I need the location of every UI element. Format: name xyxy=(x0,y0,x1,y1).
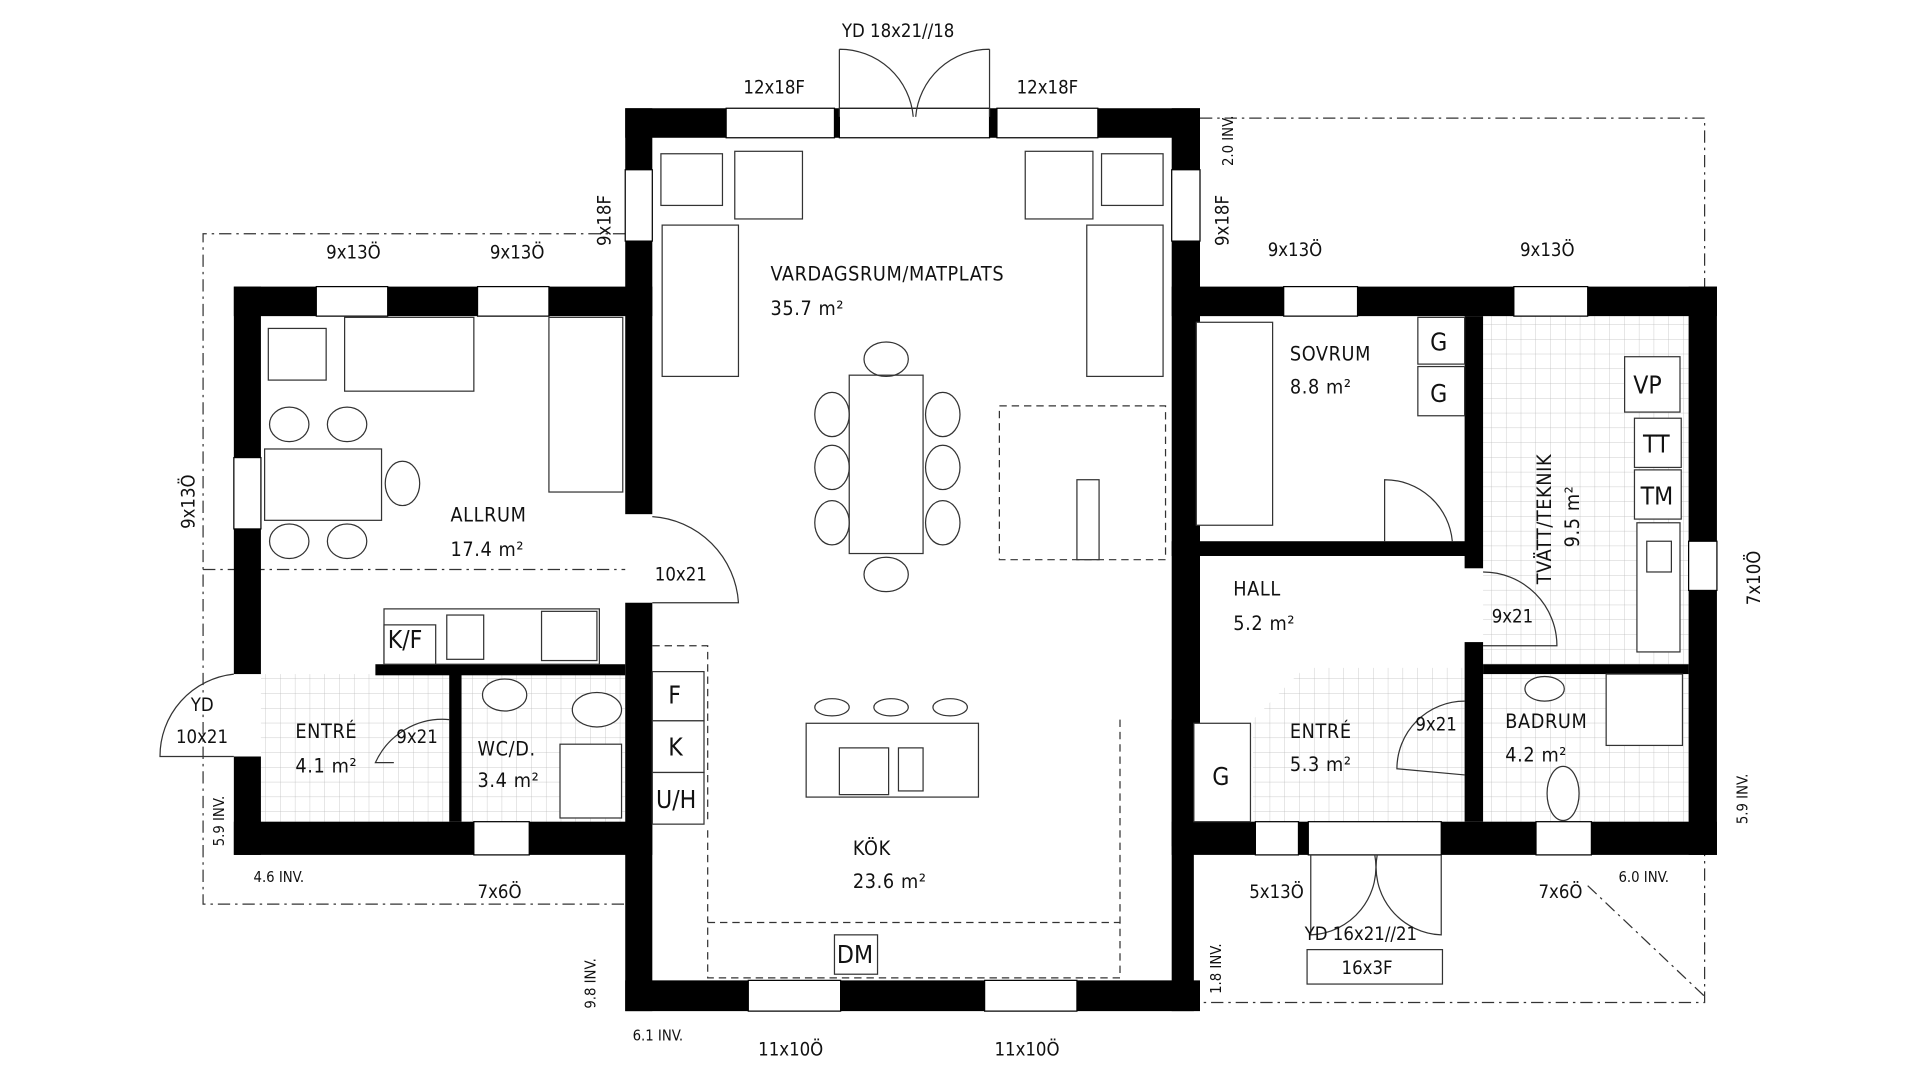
door-label: 9x21 xyxy=(396,727,437,748)
room-name: ALLRUM xyxy=(450,504,526,527)
window-label: 9x18F xyxy=(594,195,615,246)
door-swings xyxy=(159,48,1558,936)
room-area: 8.8 m² xyxy=(1290,376,1352,399)
door-label: 10x21 xyxy=(176,727,228,748)
fixture-label: K xyxy=(668,732,683,761)
window-label: 11x10Ö xyxy=(758,1038,823,1060)
room-name: SOVRUM xyxy=(1290,342,1371,365)
window-label: 9x13Ö xyxy=(1268,239,1323,261)
fixture-label: G xyxy=(1430,379,1447,408)
door-label: 9x21 xyxy=(1415,715,1456,736)
window-label: 12x18F xyxy=(1017,77,1079,98)
room-name: ENTRÉ xyxy=(1290,720,1352,743)
fixture-label: DM xyxy=(837,940,873,969)
room-area: 17.4 m² xyxy=(450,538,524,561)
window-openings xyxy=(233,107,1718,1012)
window-label: 9x13Ö xyxy=(177,474,199,529)
furniture xyxy=(264,150,1684,985)
inv-label: 6.0 INV. xyxy=(1618,869,1669,886)
inv-label: 1.8 INV. xyxy=(1208,943,1225,994)
room-area: 3.4 m² xyxy=(478,769,540,792)
fixture-label: U/H xyxy=(656,785,696,814)
fixture-label: TM xyxy=(1640,481,1674,510)
fixture-label: G xyxy=(1212,762,1229,791)
door-label: 9x21 xyxy=(1492,606,1533,627)
window-label: 9x13Ö xyxy=(1520,239,1575,261)
room-area: 35.7 m² xyxy=(770,297,844,320)
room-name: ENTRÉ xyxy=(295,720,357,743)
room-area: 5.2 m² xyxy=(1233,612,1295,635)
room-area: 4.2 m² xyxy=(1505,743,1567,766)
fixture-label: F xyxy=(668,681,681,710)
window-label: 9x13Ö xyxy=(326,241,381,263)
window-label: 5x13Ö xyxy=(1249,881,1304,903)
fixture-label: K/F xyxy=(388,625,423,654)
inv-label: 9.8 INV. xyxy=(583,958,600,1009)
inv-labels: 2.0 INV. 5.9 INV. 4.6 INV. 9.8 INV. 6.1 … xyxy=(211,116,1752,1045)
door-label: YD 16x21//21 xyxy=(1304,924,1418,945)
door-label: 10x21 xyxy=(655,565,707,586)
room-area: 4.1 m² xyxy=(295,754,357,777)
room-name: VARDAGSRUM/MATPLATS xyxy=(770,262,1004,285)
window-label: 9x13Ö xyxy=(490,241,545,263)
door-label: YD 18x21//18 xyxy=(841,21,955,42)
fixture-labels: K/F F K U/H DM G G G VP TT TM xyxy=(388,328,1674,970)
window-label: 11x10Ö xyxy=(994,1038,1059,1060)
window-labels: 12x18F 12x18F 9x18F 9x18F 9x13Ö 9x13Ö 9x… xyxy=(177,77,1765,1060)
inv-label: 6.1 INV. xyxy=(633,1028,684,1045)
inv-label: 2.0 INV. xyxy=(1220,116,1237,167)
fixture-label: VP xyxy=(1633,371,1661,400)
room-name: BADRUM xyxy=(1505,710,1587,733)
room-labels: VARDAGSRUM/MATPLATS 35.7 m² ALLRUM 17.4 … xyxy=(295,262,1587,893)
window-label: 7x6Ö xyxy=(1538,881,1582,903)
fixture-label: G xyxy=(1430,328,1447,357)
room-name: WC/D. xyxy=(478,737,536,760)
window-label: 7x10Ö xyxy=(1743,551,1765,606)
inv-label: 5.9 INV. xyxy=(211,796,228,847)
fixture-label: TT xyxy=(1642,430,1670,459)
room-area: 9.5 m² xyxy=(1561,486,1584,548)
inv-label: 5.9 INV. xyxy=(1735,774,1752,825)
window-label: 9x18F xyxy=(1212,195,1233,246)
door-labels: YD 18x21//18 10x21 YD 10x21 9x21 9x21 9x… xyxy=(176,21,1533,945)
window-label: 12x18F xyxy=(743,77,805,98)
room-name: HALL xyxy=(1233,577,1281,600)
room-area: 5.3 m² xyxy=(1290,753,1352,776)
door-label: YD xyxy=(190,695,214,716)
inv-label: 4.6 INV. xyxy=(254,869,305,886)
room-area: 23.6 m² xyxy=(853,870,927,893)
room-name: KÖK xyxy=(853,837,891,860)
window-label: 16x3F xyxy=(1342,958,1393,979)
room-name: TVÄTT/TEKNIK xyxy=(1533,454,1556,585)
fixture-boxes xyxy=(383,316,1682,975)
window-label: 7x6Ö xyxy=(478,881,522,903)
